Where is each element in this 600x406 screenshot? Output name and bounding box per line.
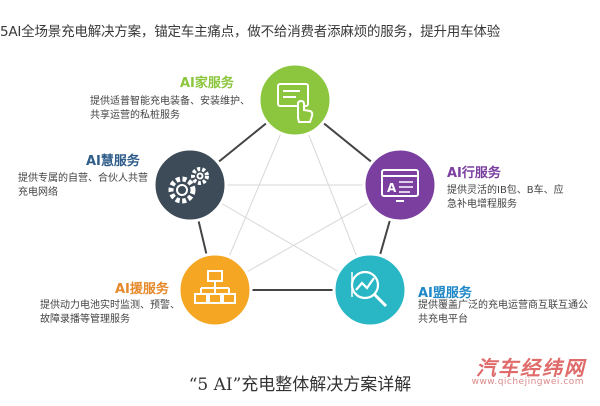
watermark-logo: 汽车经纬网 [476,356,586,380]
headline: 5AI全场景充电解决方案，锚定车主痛点，做不给消费者添麻烦的服务，提升用车体验 [0,24,501,40]
caption: “5 AI”充电整体解决方案详解 [188,375,412,395]
travel-desc: 提供灵活的IB包、B车、应急补电增程服务 [447,185,564,210]
watermark-url: www.qichejingwei.com [471,377,584,387]
home-title: AI家服务 [180,76,234,91]
svg-text:A: A [387,181,397,195]
node-smart [152,147,228,223]
home-desc: 提供适普智能充电装备、安装维护、共享运营的私桩服务 [90,96,250,121]
monitor-touch-icon [277,83,314,123]
node-alliance [332,252,408,328]
magnifier-chart-icon [350,270,388,308]
travel-title: AI行服务 [447,166,501,181]
org-chart-icon [194,270,236,304]
screen-a-icon: A [381,169,419,202]
alliance-title: AI盟服务 [418,286,472,301]
node-travel: A [362,147,438,223]
aid-title: AI援服务 [115,282,169,297]
gears-icon [168,167,209,204]
node-home [257,62,333,138]
aid-desc: 提供动力电池实时监测、预警、故障录播等管理服务 [40,300,180,325]
smart-title: AI慧服务 [86,154,140,169]
smart-desc: 提供专属的自营、合伙人共营充电网络 [18,173,148,198]
node-aid [177,252,253,328]
alliance-desc: 提供覆盖广泛的充电运营商互联互通公共充电平台 [418,300,588,325]
